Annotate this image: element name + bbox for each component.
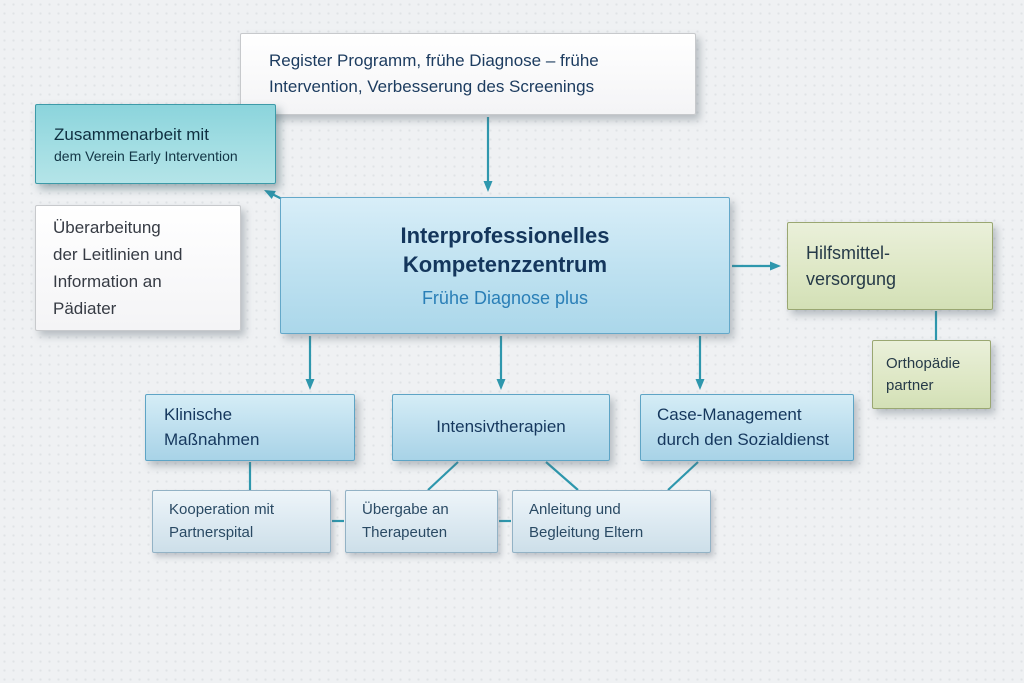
kompetenzzentrum-title: Interprofessionelles Kompetenzzentrum bbox=[400, 222, 610, 277]
kooperation-partnerspital-text: Kooperation mit Partnerspital bbox=[169, 501, 275, 541]
leitlinien-box: Überarbeitung der Leitlinien und Informa… bbox=[35, 205, 241, 331]
orthopaedie-partner-text: Orthopädie partner bbox=[886, 354, 961, 394]
intensivtherapien-box: Intensivtherapien bbox=[392, 394, 610, 461]
hilfsmittelversorgung-text: Hilfsmittel- versorgung bbox=[806, 242, 897, 289]
arrow-zentrum-to-hilfsmittel bbox=[732, 261, 781, 271]
klinische-massnahmen-text: Klinische Maßnahmen bbox=[164, 404, 260, 449]
hilfsmittelversorgung-box: Hilfsmittel- versorgung bbox=[787, 222, 993, 310]
leitlinien-text: Überarbeitung der Leitlinien und Informa… bbox=[53, 217, 183, 319]
kompetenzzentrum-box: Interprofessionelles Kompetenzzentrum Fr… bbox=[280, 197, 730, 334]
klinische-massnahmen-box: Klinische Maßnahmen bbox=[145, 394, 355, 461]
line-intensiv-to-anleitung bbox=[545, 461, 579, 491]
zusammenarbeit-line2: dem Verein Early Intervention bbox=[54, 147, 238, 164]
case-management-box: Case-Management durch den Sozialdienst bbox=[640, 394, 854, 461]
uebergabe-therapeuten-box: Übergabe an Therapeuten bbox=[345, 490, 498, 553]
register-program-box: Register Programm, frühe Diagnose – früh… bbox=[240, 33, 696, 115]
anleitung-eltern-text: Anleitung und Begleitung Eltern bbox=[529, 501, 644, 541]
zusammenarbeit-box: Zusammenarbeit mit dem Verein Early Inte… bbox=[35, 104, 276, 184]
line-intensiv-to-uebergabe bbox=[427, 461, 459, 491]
case-management-text: Case-Management durch den Sozialdienst bbox=[657, 404, 830, 449]
line-case-to-anleitung bbox=[667, 461, 699, 491]
register-program-text: Register Programm, frühe Diagnose – früh… bbox=[269, 50, 599, 96]
arrow-zentrum-to-case bbox=[695, 336, 705, 390]
kompetenzzentrum-subtitle: Frühe Diagnose plus bbox=[421, 288, 589, 309]
intensivtherapien-text: Intensivtherapien bbox=[436, 417, 566, 437]
arrow-zentrum-to-klinische bbox=[305, 336, 315, 390]
anleitung-eltern-box: Anleitung und Begleitung Eltern bbox=[512, 490, 711, 553]
zusammenarbeit-line1: Zusammenarbeit mit bbox=[54, 124, 209, 144]
kooperation-partnerspital-box: Kooperation mit Partnerspital bbox=[152, 490, 331, 553]
arrow-register-to-zentrum bbox=[483, 117, 493, 192]
orthopaedie-partner-box: Orthopädie partner bbox=[872, 340, 991, 409]
arrow-zentrum-to-intensiv bbox=[496, 336, 506, 390]
uebergabe-therapeuten-text: Übergabe an Therapeuten bbox=[362, 501, 449, 541]
